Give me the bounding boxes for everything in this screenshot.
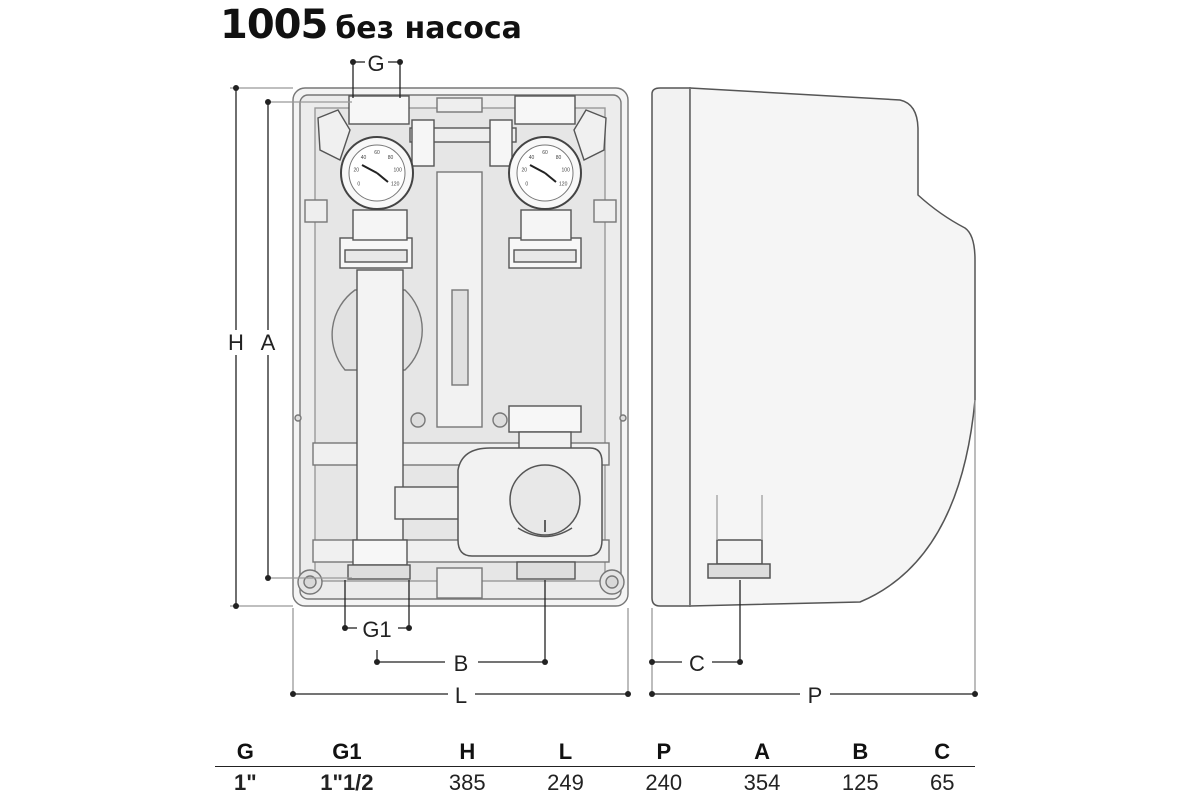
header-g: G	[215, 738, 276, 767]
thermometer-left-tick-120: 120	[391, 182, 400, 188]
value-b: 125	[841, 770, 879, 795]
thermometer-left-tick-0: 0	[357, 182, 360, 188]
specs-table: G G1 H L P A B C 1" 1"1/2 385 249 240 35…	[215, 738, 975, 799]
thermometer-right-tick-0: 0	[525, 182, 528, 188]
thermometer-right-tick-80: 80	[556, 155, 562, 161]
label-h: H	[228, 330, 244, 355]
value-h: 385	[448, 770, 486, 795]
thermometer-left-tick-40: 40	[361, 155, 367, 161]
label-g1: G1	[362, 617, 391, 642]
value-c: 65	[929, 770, 955, 795]
label-p: P	[808, 683, 823, 708]
value-p: 240	[645, 770, 683, 795]
label-b: B	[454, 651, 469, 676]
thermometer-left	[340, 136, 414, 210]
label-a: A	[261, 330, 276, 355]
model-number: 1005	[220, 2, 328, 48]
thermometer-left-tick-60: 60	[374, 150, 380, 156]
value-g1: 1"1/2	[320, 770, 374, 795]
header-c: C	[909, 738, 975, 767]
header-g1: G1	[275, 738, 419, 767]
header-b: B	[811, 738, 910, 767]
label-c: C	[689, 651, 705, 676]
dimension-endpoints	[233, 59, 978, 697]
label-g: G	[367, 51, 384, 76]
header-l: L	[516, 738, 615, 767]
label-l: L	[455, 683, 467, 708]
thermometer-left-tick-20: 20	[354, 167, 360, 173]
thermometer-left-tick-100: 100	[394, 167, 403, 173]
thermometer-right-tick-60: 60	[542, 150, 548, 156]
specs-value-row: 1" 1"1/2 385 249 240 354 125 65	[215, 767, 975, 800]
thermometer-right-tick-20: 20	[522, 167, 528, 173]
top-valves	[317, 95, 607, 167]
mixing-valve-actuator	[457, 447, 603, 557]
right-pipe-assembly	[508, 209, 582, 580]
model-suffix: без насоса	[335, 11, 522, 46]
value-g: 1"	[233, 770, 257, 795]
thermometer-right-tick-100: 100	[562, 167, 571, 173]
value-l: 249	[547, 770, 584, 795]
side-view-cover	[651, 87, 976, 607]
value-a: 354	[743, 770, 781, 795]
dimension-lines	[230, 61, 976, 695]
specs-header-row: G G1 H L P A B C	[215, 738, 975, 767]
left-pipe-assembly	[339, 209, 466, 580]
header-h: H	[418, 738, 517, 767]
thermometer-right-tick-120: 120	[559, 182, 568, 188]
header-a: A	[712, 738, 812, 767]
thermometer-right-tick-40: 40	[529, 155, 535, 161]
thermometer-right	[508, 136, 582, 210]
thermometer-left-tick-80: 80	[388, 155, 394, 161]
header-p: P	[614, 738, 713, 767]
